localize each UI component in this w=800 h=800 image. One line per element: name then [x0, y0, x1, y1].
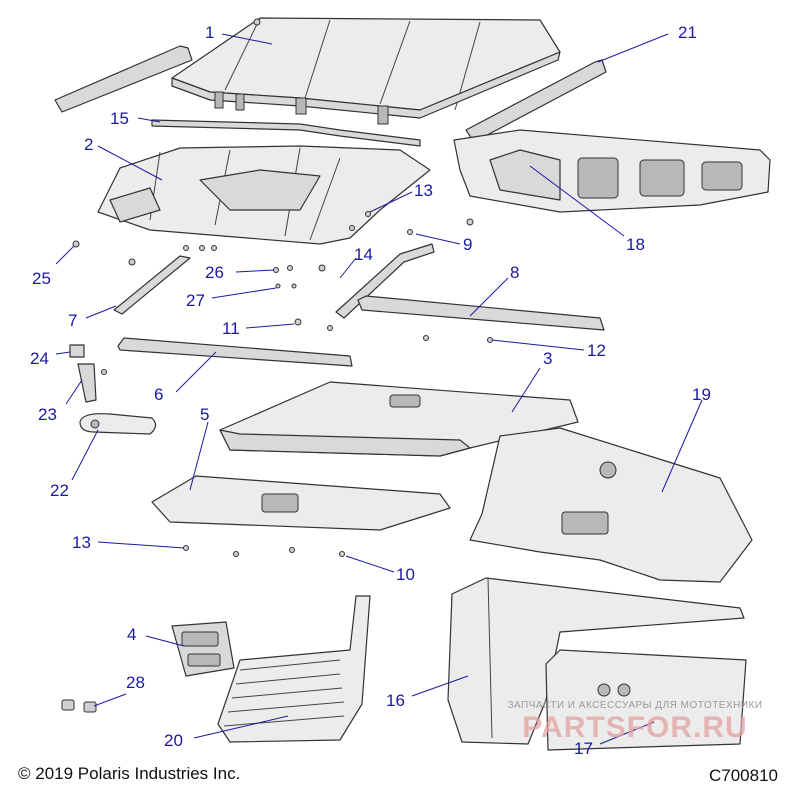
callout-3: 3 [543, 349, 552, 368]
part-rear-wall-panel [545, 649, 747, 751]
callout-26: 26 [205, 263, 224, 282]
watermark-tagline: ЗАПЧАСТИ И АКСЕССУАРЫ ДЛЯ МОТОТЕХНИКИ [507, 700, 763, 711]
callout-23: 23 [38, 405, 57, 424]
callout-7: 7 [68, 311, 77, 330]
callout-19: 19 [692, 385, 711, 404]
hardware-fasteners [72, 211, 493, 557]
callout-22: 22 [50, 481, 69, 500]
callout-1: 1 [205, 23, 214, 42]
callout-10: 10 [396, 565, 415, 584]
part-clips [61, 699, 97, 713]
leader-lines [55, 33, 703, 745]
watermark-logo: PARTSFOR.RU [522, 711, 748, 744]
part-floor-mat [217, 595, 371, 743]
part-switch-panel [171, 621, 235, 677]
callout-14: 14 [354, 245, 373, 264]
callout-6: 6 [154, 385, 163, 404]
part-mirror-assembly [69, 344, 157, 435]
callout-8: 8 [510, 263, 519, 282]
part-headliner [97, 145, 431, 245]
callout-17: 17 [574, 739, 593, 758]
part-lower-tray [151, 475, 451, 531]
callout-18: 18 [626, 235, 645, 254]
callout-28: 28 [126, 673, 145, 692]
part-upper-tray [219, 381, 579, 457]
part-dash-frame [453, 129, 771, 213]
callout-4: 4 [127, 625, 136, 644]
callout-15: 15 [110, 109, 129, 128]
callout-12: 12 [587, 341, 606, 360]
callout-11: 11 [222, 319, 240, 338]
callout-24: 24 [30, 349, 49, 368]
part-visor-bar [117, 337, 353, 367]
watermark: ЗАПЧАСТИ И АКСЕССУАРЫ ДЛЯ МОТОТЕХНИКИ PA… [480, 700, 790, 745]
callout-5: 5 [200, 405, 209, 424]
callout-16: 16 [386, 691, 405, 710]
part-rear-body-panel [469, 427, 753, 583]
callout-2: 2 [84, 135, 93, 154]
callout-labels: 1 2 3 4 5 6 7 8 9 10 11 12 13 13 14 15 1… [30, 23, 711, 758]
callout-21: 21 [678, 23, 697, 42]
copyright-notice: © 2019 Polaris Industries Inc. [18, 764, 241, 783]
callout-13-lower: 13 [72, 533, 91, 552]
part-roof-panel [171, 17, 561, 125]
callout-20: 20 [164, 731, 183, 750]
callout-9: 9 [463, 235, 472, 254]
drawing-id: C700810 [708, 766, 778, 785]
callout-13-upper: 13 [414, 181, 433, 200]
callout-27: 27 [186, 291, 205, 310]
callout-25: 25 [32, 269, 51, 288]
part-seal-strip [151, 119, 421, 147]
part-header-bar [357, 295, 605, 331]
